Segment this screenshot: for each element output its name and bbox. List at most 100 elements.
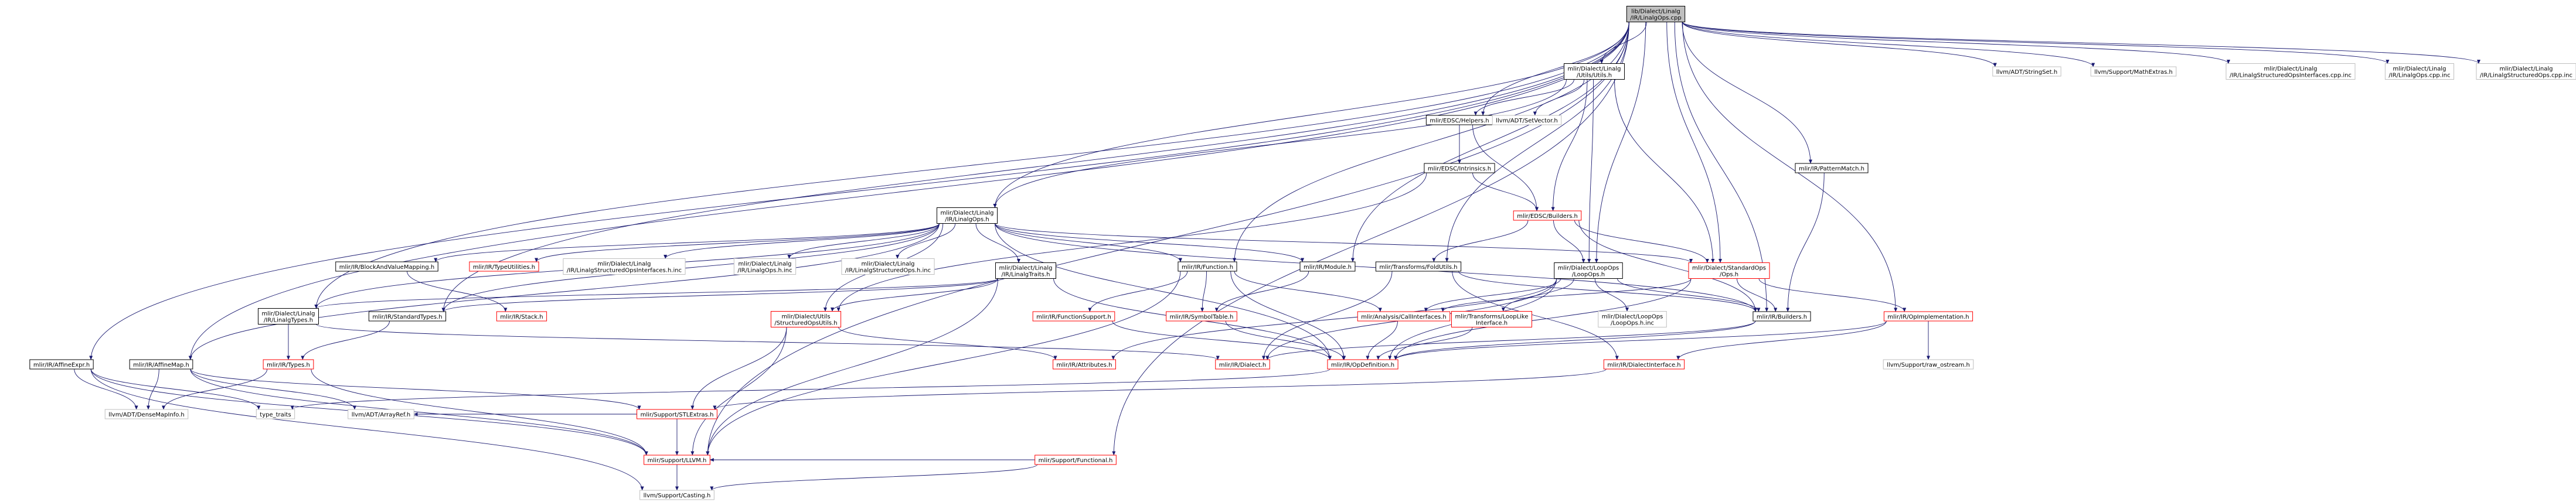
node-attributes[interactable]: mlir/IR/Attributes.h bbox=[1053, 359, 1116, 370]
edge-utils-to-linalgops_h bbox=[993, 79, 1567, 208]
node-funcsupport[interactable]: mlir/IR/FunctionSupport.h bbox=[1032, 311, 1115, 322]
node-box-frame bbox=[469, 261, 539, 272]
node-label: mlir/EDSC/Builders.h bbox=[1517, 213, 1578, 220]
edge-root-to-utils bbox=[1600, 22, 1647, 64]
edge-patternmatch-to-irbuilders bbox=[1786, 172, 1825, 312]
node-builders-edsc[interactable]: mlir/EDSC/Builders.h bbox=[1513, 210, 1582, 221]
node-opimpl[interactable]: mlir/IR/OpImplementation.h bbox=[1883, 311, 1973, 322]
node-label: mlir/IR/OpDefinition.h bbox=[1331, 362, 1394, 368]
edge-sopsutils-to-attributes bbox=[838, 327, 1057, 360]
node-box-frame bbox=[2384, 63, 2455, 80]
edge-builders_edsc-to-stdops bbox=[1574, 220, 1709, 263]
edge-utils-to-builders_edsc bbox=[1551, 79, 1588, 211]
node-label: /IR/LinalgOps.h.inc bbox=[737, 268, 792, 274]
edge-sopsutils-to-stlextras bbox=[690, 327, 787, 410]
node-sopsutils[interactable]: mlir/Dialect/Utils/StructuredOpsUtils.h bbox=[770, 311, 842, 327]
node-supportllvm[interactable]: mlir/Support/LLVM.h bbox=[644, 455, 710, 465]
node-dialect[interactable]: mlir/IR/Dialect.h bbox=[1215, 359, 1270, 370]
node-helpers[interactable]: mlir/EDSC/Helpers.h bbox=[1425, 115, 1493, 125]
edge-funcsupport-to-opdef bbox=[1112, 320, 1332, 360]
node-utils[interactable]: mlir/Dialect/Linalg/Utils/Utils.h bbox=[1563, 63, 1625, 80]
node-label: /Utils/Utils.h bbox=[1577, 73, 1612, 79]
node-box-frame bbox=[733, 258, 797, 275]
node-box-frame bbox=[639, 490, 714, 500]
node-box-frame bbox=[1563, 63, 1625, 80]
node-label: mlir/Dialect/Linalg bbox=[2393, 66, 2446, 73]
edge-symtable-to-opdef bbox=[1225, 320, 1345, 360]
node-box-frame bbox=[1053, 359, 1116, 370]
edge-root-to-affinemap bbox=[188, 22, 1629, 360]
edge-foldutils-to-irbuilders bbox=[1458, 271, 1757, 312]
node-box-frame bbox=[29, 359, 94, 370]
edge-root-to-opimpl bbox=[1682, 22, 1898, 312]
edge-affineexpr-to-casting bbox=[90, 368, 644, 491]
node-lsoi-h: mlir/Dialect/Linalg/IR/LinalgStructuredO… bbox=[563, 258, 686, 275]
edge-builders_edsc-to-loopops bbox=[1553, 220, 1585, 263]
edge-affineexpr-to-densemapinfo bbox=[74, 368, 138, 410]
node-box-frame bbox=[263, 359, 314, 370]
node-stack[interactable]: mlir/IR/Stack.h bbox=[496, 311, 547, 322]
node-stlextras[interactable]: mlir/Support/STLExtras.h bbox=[637, 409, 717, 419]
node-box-frame bbox=[335, 261, 438, 272]
edge-root-to-mathextras bbox=[1682, 22, 2095, 67]
node-label: /IR/LinalgStructuredOps.cpp.inc bbox=[2480, 73, 2572, 79]
node-dialectif[interactable]: mlir/IR/DialectInterface.h bbox=[1603, 359, 1685, 370]
edge-root-to-loopops bbox=[1594, 22, 1646, 263]
edge-builders_edsc-to-irbuilders bbox=[1578, 220, 1757, 312]
edge-utils-to-loopops bbox=[1587, 79, 1594, 263]
node-label: mlir/Dialect/Linalg bbox=[999, 265, 1052, 272]
edge-helpers-to-builders_edsc bbox=[1472, 124, 1539, 211]
node-function[interactable]: mlir/IR/Function.h bbox=[1178, 261, 1237, 272]
node-box-frame bbox=[563, 258, 686, 275]
node-label: mlir/IR/StandardTypes.h bbox=[372, 314, 442, 320]
node-label: llvm/ADT/ArrayRef.h bbox=[352, 412, 411, 418]
edge-linalgtypes-to-dialect bbox=[316, 324, 1220, 360]
node-label: type_traits bbox=[260, 412, 291, 418]
edge-linalgops_h-to-typeutil bbox=[535, 223, 940, 262]
node-linalgtypes[interactable]: mlir/Dialect/Linalg/IR/LinalgTypes.h bbox=[257, 308, 319, 325]
node-root[interactable]: lib/Dialect/Linalg/IR/LinalgOps.cpp bbox=[1626, 6, 1686, 22]
node-opdef[interactable]: mlir/IR/OpDefinition.h bbox=[1327, 359, 1398, 370]
node-box-frame bbox=[1492, 115, 1562, 125]
node-label: llvm/ADT/SetVector.h bbox=[1496, 118, 1558, 124]
node-label: /IR/LinalgOps.cpp.inc bbox=[2388, 73, 2450, 79]
node-affinemap[interactable]: mlir/IR/AffineMap.h bbox=[129, 359, 193, 370]
node-box-frame bbox=[1603, 359, 1685, 370]
node-intrinsics[interactable]: mlir/EDSC/Intrinsics.h bbox=[1424, 163, 1495, 173]
node-box-frame bbox=[1883, 359, 1974, 370]
node-patternmatch[interactable]: mlir/IR/PatternMatch.h bbox=[1795, 163, 1869, 173]
edge-opdef-to-type_traits bbox=[291, 368, 1330, 410]
node-label: Interface.h bbox=[1476, 320, 1508, 327]
node-foldutils[interactable]: mlir/Transforms/FoldUtils.h bbox=[1375, 261, 1462, 272]
node-linalgops-h[interactable]: mlir/Dialect/Linalg/IR/LinalgOps.h bbox=[936, 207, 998, 224]
node-typeutil[interactable]: mlir/IR/TypeUtilities.h bbox=[469, 261, 539, 272]
node-irbuilders[interactable]: mlir/IR/Builders.h bbox=[1753, 311, 1811, 322]
edge-module-to-symtable bbox=[1214, 271, 1309, 312]
node-affineexpr[interactable]: mlir/IR/AffineExpr.h bbox=[29, 359, 94, 370]
node-traits[interactable]: mlir/Dialect/Linalg/IR/LinalgTraits.h bbox=[995, 262, 1057, 279]
edge-linalgops_h-to-traits bbox=[975, 223, 1020, 263]
edge-irbuilders-to-opdef bbox=[1394, 320, 1756, 360]
node-setvector: llvm/ADT/SetVector.h bbox=[1492, 115, 1562, 125]
edge-callif-to-opdef bbox=[1366, 320, 1398, 360]
node-loopops[interactable]: mlir/Dialect/LoopOps/LoopOps.h bbox=[1554, 262, 1623, 279]
node-linalgops-cpp: mlir/Dialect/Linalg/IR/LinalgOps.cpp.inc bbox=[2384, 63, 2455, 80]
node-stdops[interactable]: mlir/Dialect/StandardOps/Ops.h bbox=[1688, 262, 1770, 279]
node-callif[interactable]: mlir/Analysis/CallInterfaces.h bbox=[1357, 311, 1451, 322]
node-stdtypes[interactable]: mlir/IR/StandardTypes.h bbox=[368, 311, 447, 322]
edge-irbuilders-to-dialect bbox=[1265, 320, 1756, 360]
node-functional[interactable]: mlir/Support/Functional.h bbox=[1035, 455, 1117, 465]
node-symtable[interactable]: mlir/IR/SymbolTable.h bbox=[1166, 311, 1237, 322]
node-label: mlir/Dialect/Linalg bbox=[861, 261, 914, 268]
node-module[interactable]: mlir/IR/Module.h bbox=[1299, 261, 1356, 272]
edge-root-to-strset bbox=[1682, 22, 1997, 67]
node-blockmap[interactable]: mlir/IR/BlockAndValueMapping.h bbox=[335, 261, 438, 272]
node-label: mlir/Dialect/Linalg bbox=[1567, 66, 1621, 73]
node-irtypes[interactable]: mlir/IR/Types.h bbox=[263, 359, 314, 370]
node-box-frame bbox=[257, 308, 319, 325]
node-type-traits: type_traits bbox=[256, 409, 295, 419]
node-label: /IR/LinalgStructuredOpsInterfaces.h.inc bbox=[567, 268, 682, 274]
node-label: /LoopOps.h bbox=[1572, 272, 1605, 278]
edge-traits-to-linalgtypes bbox=[314, 278, 998, 309]
